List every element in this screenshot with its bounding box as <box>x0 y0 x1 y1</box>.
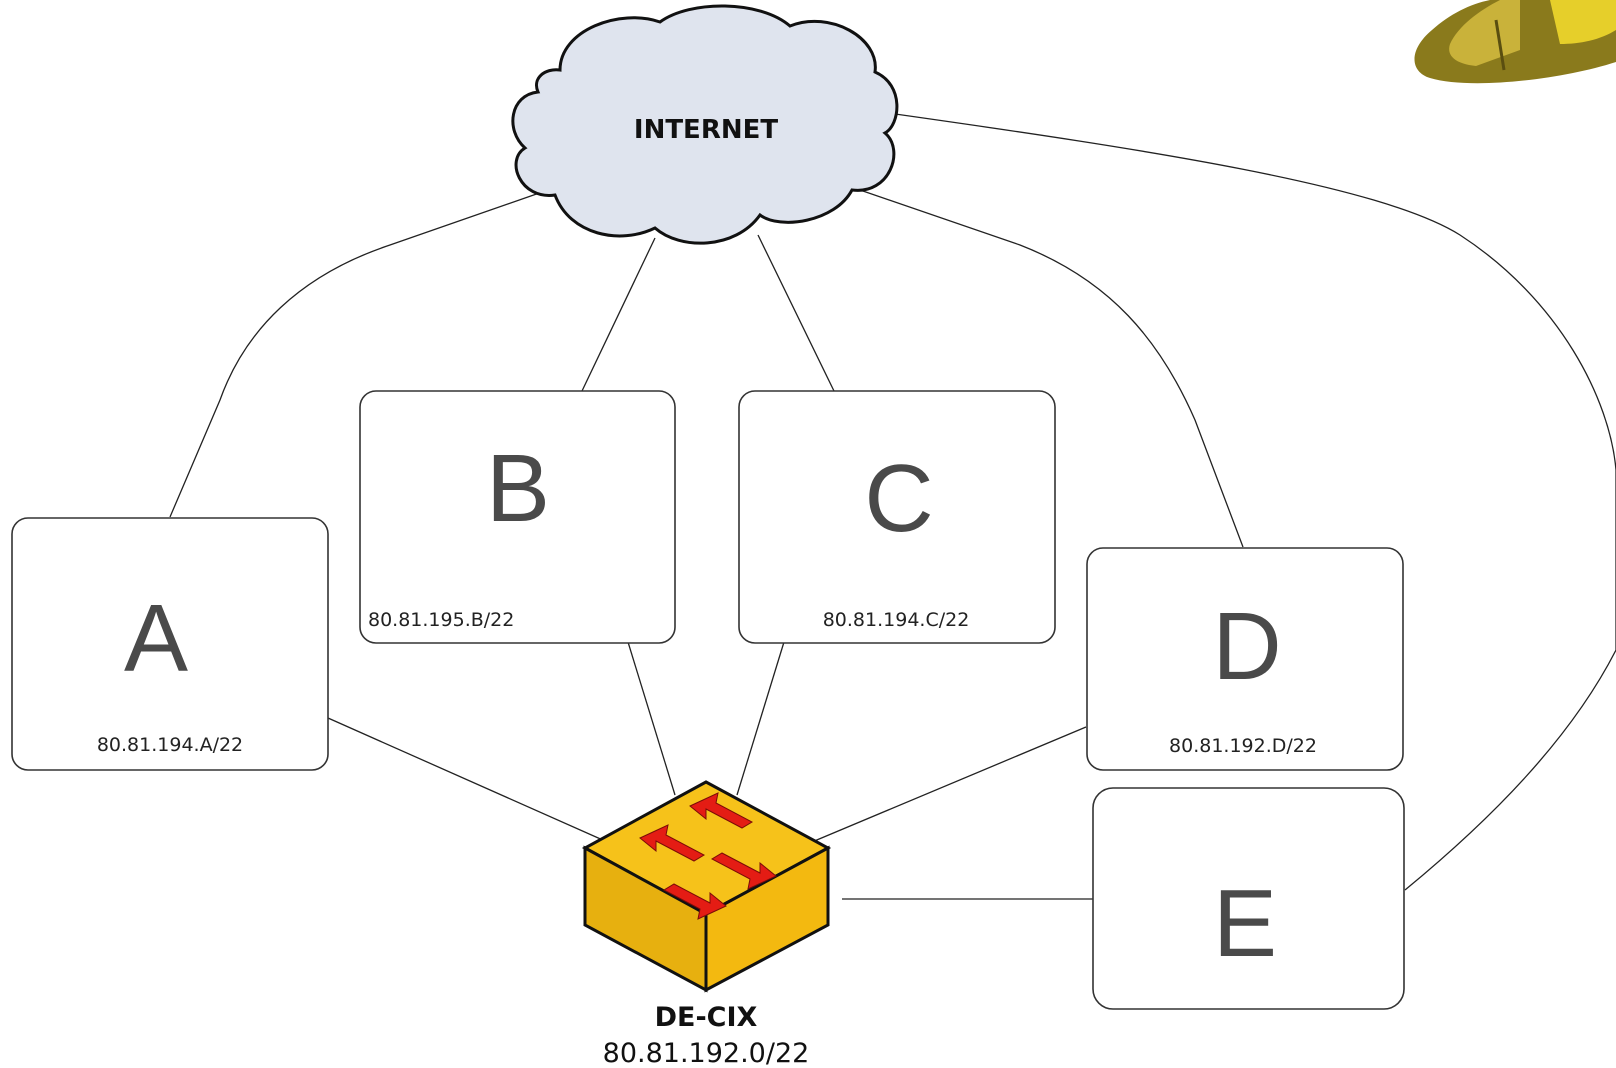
node-e[interactable]: E <box>1092 787 1405 1010</box>
link-b-switch <box>627 641 676 796</box>
node-e-letter: E <box>1213 870 1277 977</box>
node-a-letter: A <box>124 585 188 692</box>
node-c[interactable]: C 80.81.194.C/22 <box>738 390 1056 644</box>
de-cix-switch: DE-CIX 80.81.192.0/22 <box>581 780 832 1068</box>
link-d-switch <box>811 726 1087 843</box>
node-c-ip: 80.81.194.C/22 <box>823 609 970 631</box>
node-b[interactable]: B 80.81.195.B/22 <box>359 390 676 644</box>
node-a[interactable]: A 80.81.194.A/22 <box>11 517 329 771</box>
node-b-ip: 80.81.195.B/22 <box>368 609 514 631</box>
internet-cloud: INTERNET <box>511 4 899 245</box>
node-e-box <box>1092 787 1405 1010</box>
cloud-icon <box>511 4 899 245</box>
switch-ip: 80.81.192.0/22 <box>603 1038 810 1068</box>
node-a-box <box>11 517 329 771</box>
node-b-box <box>359 390 676 644</box>
switch-name: DE-CIX <box>655 1002 758 1033</box>
links <box>169 112 1616 900</box>
switch-icon <box>581 780 832 993</box>
link-internet-d <box>859 189 1244 548</box>
node-d[interactable]: D 80.81.192.D/22 <box>1086 547 1404 771</box>
logo-fragment-icon <box>1414 0 1616 84</box>
link-internet-b <box>581 237 656 392</box>
node-d-ip: 80.81.192.D/22 <box>1169 735 1317 757</box>
node-d-letter: D <box>1212 593 1281 700</box>
node-b-letter: B <box>486 435 550 542</box>
link-internet-c <box>757 234 835 392</box>
node-d-box <box>1086 547 1404 771</box>
node-c-box <box>738 390 1056 644</box>
link-internet-e <box>887 112 1616 891</box>
link-c-switch <box>736 641 785 796</box>
node-c-letter: C <box>864 445 933 552</box>
link-internet-a <box>169 189 549 518</box>
internet-label: INTERNET <box>634 115 778 145</box>
node-a-ip: 80.81.194.A/22 <box>97 734 243 756</box>
link-a-switch <box>327 717 606 842</box>
